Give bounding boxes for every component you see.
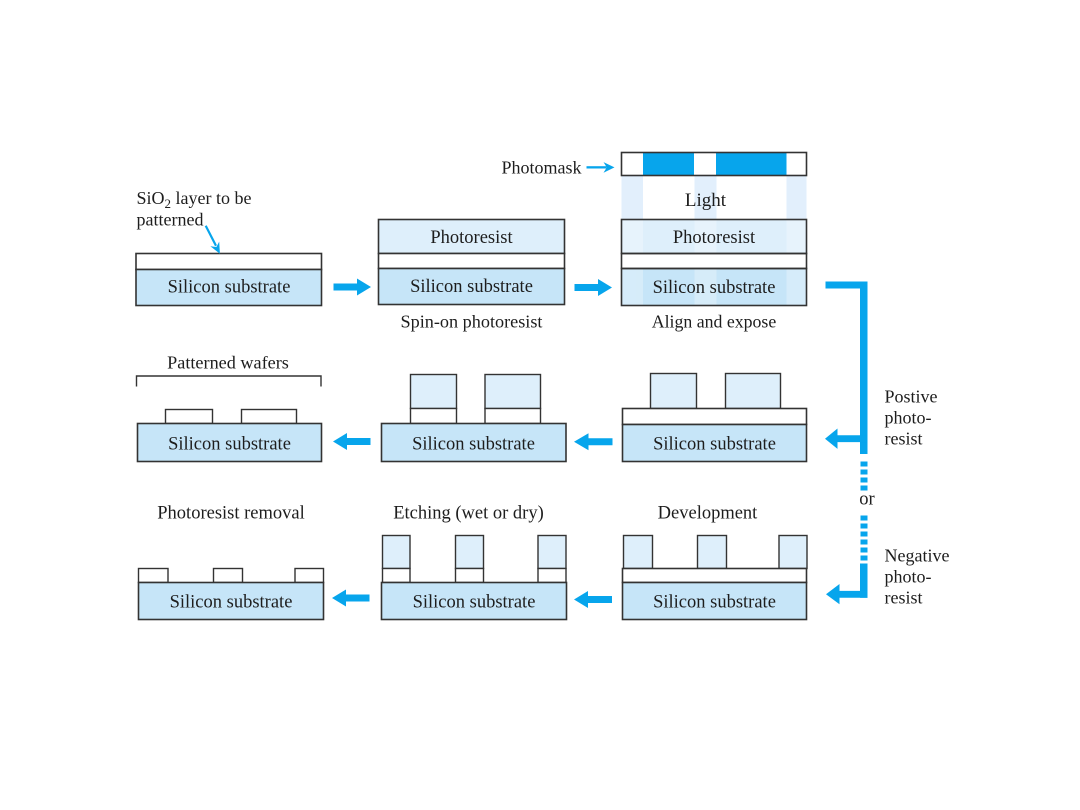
- svg-text:Photoresist: Photoresist: [673, 228, 756, 248]
- svg-text:Align and expose: Align and expose: [652, 312, 777, 332]
- svg-text:photo-: photo-: [885, 408, 932, 428]
- svg-text:Photomask: Photomask: [501, 158, 581, 178]
- svg-text:photo-: photo-: [885, 567, 932, 587]
- svg-text:Light: Light: [685, 190, 727, 211]
- svg-text:resist: resist: [885, 429, 923, 449]
- svg-text:Silicon substrate: Silicon substrate: [653, 593, 776, 613]
- svg-text:Photoresist removal: Photoresist removal: [157, 504, 304, 524]
- svg-text:Silicon substrate: Silicon substrate: [168, 435, 291, 455]
- svg-text:Patterned wafers: Patterned wafers: [167, 353, 289, 373]
- svg-text:Silicon substrate: Silicon substrate: [170, 593, 293, 613]
- svg-text:Silicon substrate: Silicon substrate: [410, 277, 533, 297]
- svg-text:or: or: [859, 490, 874, 510]
- svg-text:Silicon substrate: Silicon substrate: [653, 435, 776, 455]
- svg-text:Silicon substrate: Silicon substrate: [413, 593, 536, 613]
- svg-text:Photoresist: Photoresist: [430, 228, 513, 248]
- svg-text:resist: resist: [885, 588, 923, 608]
- svg-text:SiO2 layer to be: SiO2 layer to be: [137, 188, 252, 211]
- svg-text:Development: Development: [658, 504, 759, 524]
- svg-text:Negative: Negative: [885, 546, 950, 566]
- svg-text:Postive: Postive: [885, 387, 938, 407]
- svg-text:Spin-on photoresist: Spin-on photoresist: [401, 312, 543, 332]
- svg-text:Silicon substrate: Silicon substrate: [412, 435, 535, 455]
- svg-text:Silicon substrate: Silicon substrate: [653, 278, 776, 298]
- svg-text:Etching (wet or dry): Etching (wet or dry): [393, 504, 544, 524]
- svg-text:patterned: patterned: [137, 210, 204, 230]
- svg-text:Silicon substrate: Silicon substrate: [168, 278, 291, 298]
